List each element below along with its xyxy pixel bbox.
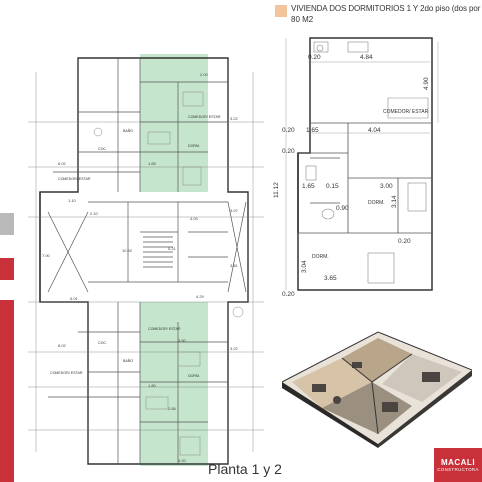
room-label: COC. <box>98 341 107 345</box>
dim: 6.02 <box>58 161 67 166</box>
dim-015: 0.15 <box>326 183 339 190</box>
room-label-dorm1: DORM. <box>368 200 385 206</box>
macali-logo: MACALI CONSTRUCTORA <box>434 448 482 482</box>
dim: 1.80 <box>148 383 157 388</box>
dim: 4.04 <box>190 216 199 221</box>
room-label: COMEDOR/ ESTAR <box>50 371 83 375</box>
left-floor-plan: COMEDOR/ ESTAR COMEDOR/ ESTAR DORM. DORM… <box>28 54 264 466</box>
highlight-upper <box>140 54 208 192</box>
side-tab-red-long[interactable] <box>0 300 14 482</box>
dim: 4.20 <box>178 458 187 463</box>
dim-total-height: 11.12 <box>273 182 280 198</box>
dim: 5.01 <box>70 296 79 301</box>
dim-right-height: 4.90 <box>423 77 430 90</box>
dim: 1.10 <box>68 198 77 203</box>
room-label: BAÑO <box>123 358 133 363</box>
plan-caption: Planta 1 y 2 <box>208 461 282 477</box>
dim: 2.00 <box>200 72 209 77</box>
dim: 3.81 <box>230 263 239 268</box>
logo-text-sub: CONSTRUCTORA <box>437 467 479 472</box>
dim-top-width: 4.84 <box>360 54 373 61</box>
dim: 8.02 <box>58 343 67 348</box>
room-label: DORM. <box>188 144 200 148</box>
room-label: BAÑO <box>123 128 133 133</box>
dim: 2.85 <box>168 406 177 411</box>
3d-render-image <box>282 331 472 448</box>
dim: 3.22 <box>230 116 239 121</box>
room-label: COMEDOR/ ESTAR <box>58 177 91 181</box>
side-tab-red[interactable] <box>0 258 14 280</box>
dim-020c: 0.20 <box>282 291 295 298</box>
room-label: DORM. <box>188 374 200 378</box>
dim-365: 3.65 <box>324 275 337 282</box>
dim: 3.22 <box>230 346 239 351</box>
dim: 3.07 <box>230 208 239 213</box>
dim-mid-left: 0.20 <box>282 127 295 134</box>
room-label-dorm2: DORM. <box>312 254 329 260</box>
dim-165b: 1.65 <box>302 183 315 190</box>
dim: 3.50 <box>178 338 187 343</box>
dim-top-left: 0.20 <box>308 54 321 61</box>
dim-mid-width: 4.04 <box>368 127 381 134</box>
dim-165a: 1.65 <box>306 127 319 134</box>
legend-swatch <box>275 5 287 17</box>
dim-020a: 0.20 <box>282 148 295 155</box>
legend-title: VIVIENDA DOS DORMITORIOS 1 Y 2do piso (d… <box>291 4 482 13</box>
dim: 4.29 <box>196 294 205 299</box>
dim: 10.92 <box>122 248 133 253</box>
dim: 7.00 <box>42 253 51 258</box>
dim-020b: 0.20 <box>398 238 411 245</box>
dim-090: 0.90 <box>336 205 349 212</box>
dim-314: 3.14 <box>391 195 398 208</box>
room-label: COMEDOR/ ESTAR <box>188 115 221 119</box>
side-tab-gray[interactable] <box>0 213 14 235</box>
logo-text-main: MACALI <box>440 458 476 467</box>
highlight-lower <box>140 302 208 466</box>
dim-300: 3.00 <box>380 183 393 190</box>
dim-304: 3.04 <box>301 260 308 273</box>
dim: 2.10 <box>90 211 99 216</box>
dim: 0.21 <box>168 246 177 251</box>
room-label-living: COMEDOR/ ESTAR <box>383 109 429 115</box>
room-label: COMEDOR/ ESTAR <box>148 327 181 331</box>
dim: 1.65 <box>148 161 157 166</box>
right-floor-plan: 4.84 0.20 4.90 COMEDOR/ ESTAR 4.04 0.20 … <box>273 37 439 298</box>
legend-area: 80 M2 <box>291 15 314 24</box>
room-label: COC. <box>98 147 107 151</box>
